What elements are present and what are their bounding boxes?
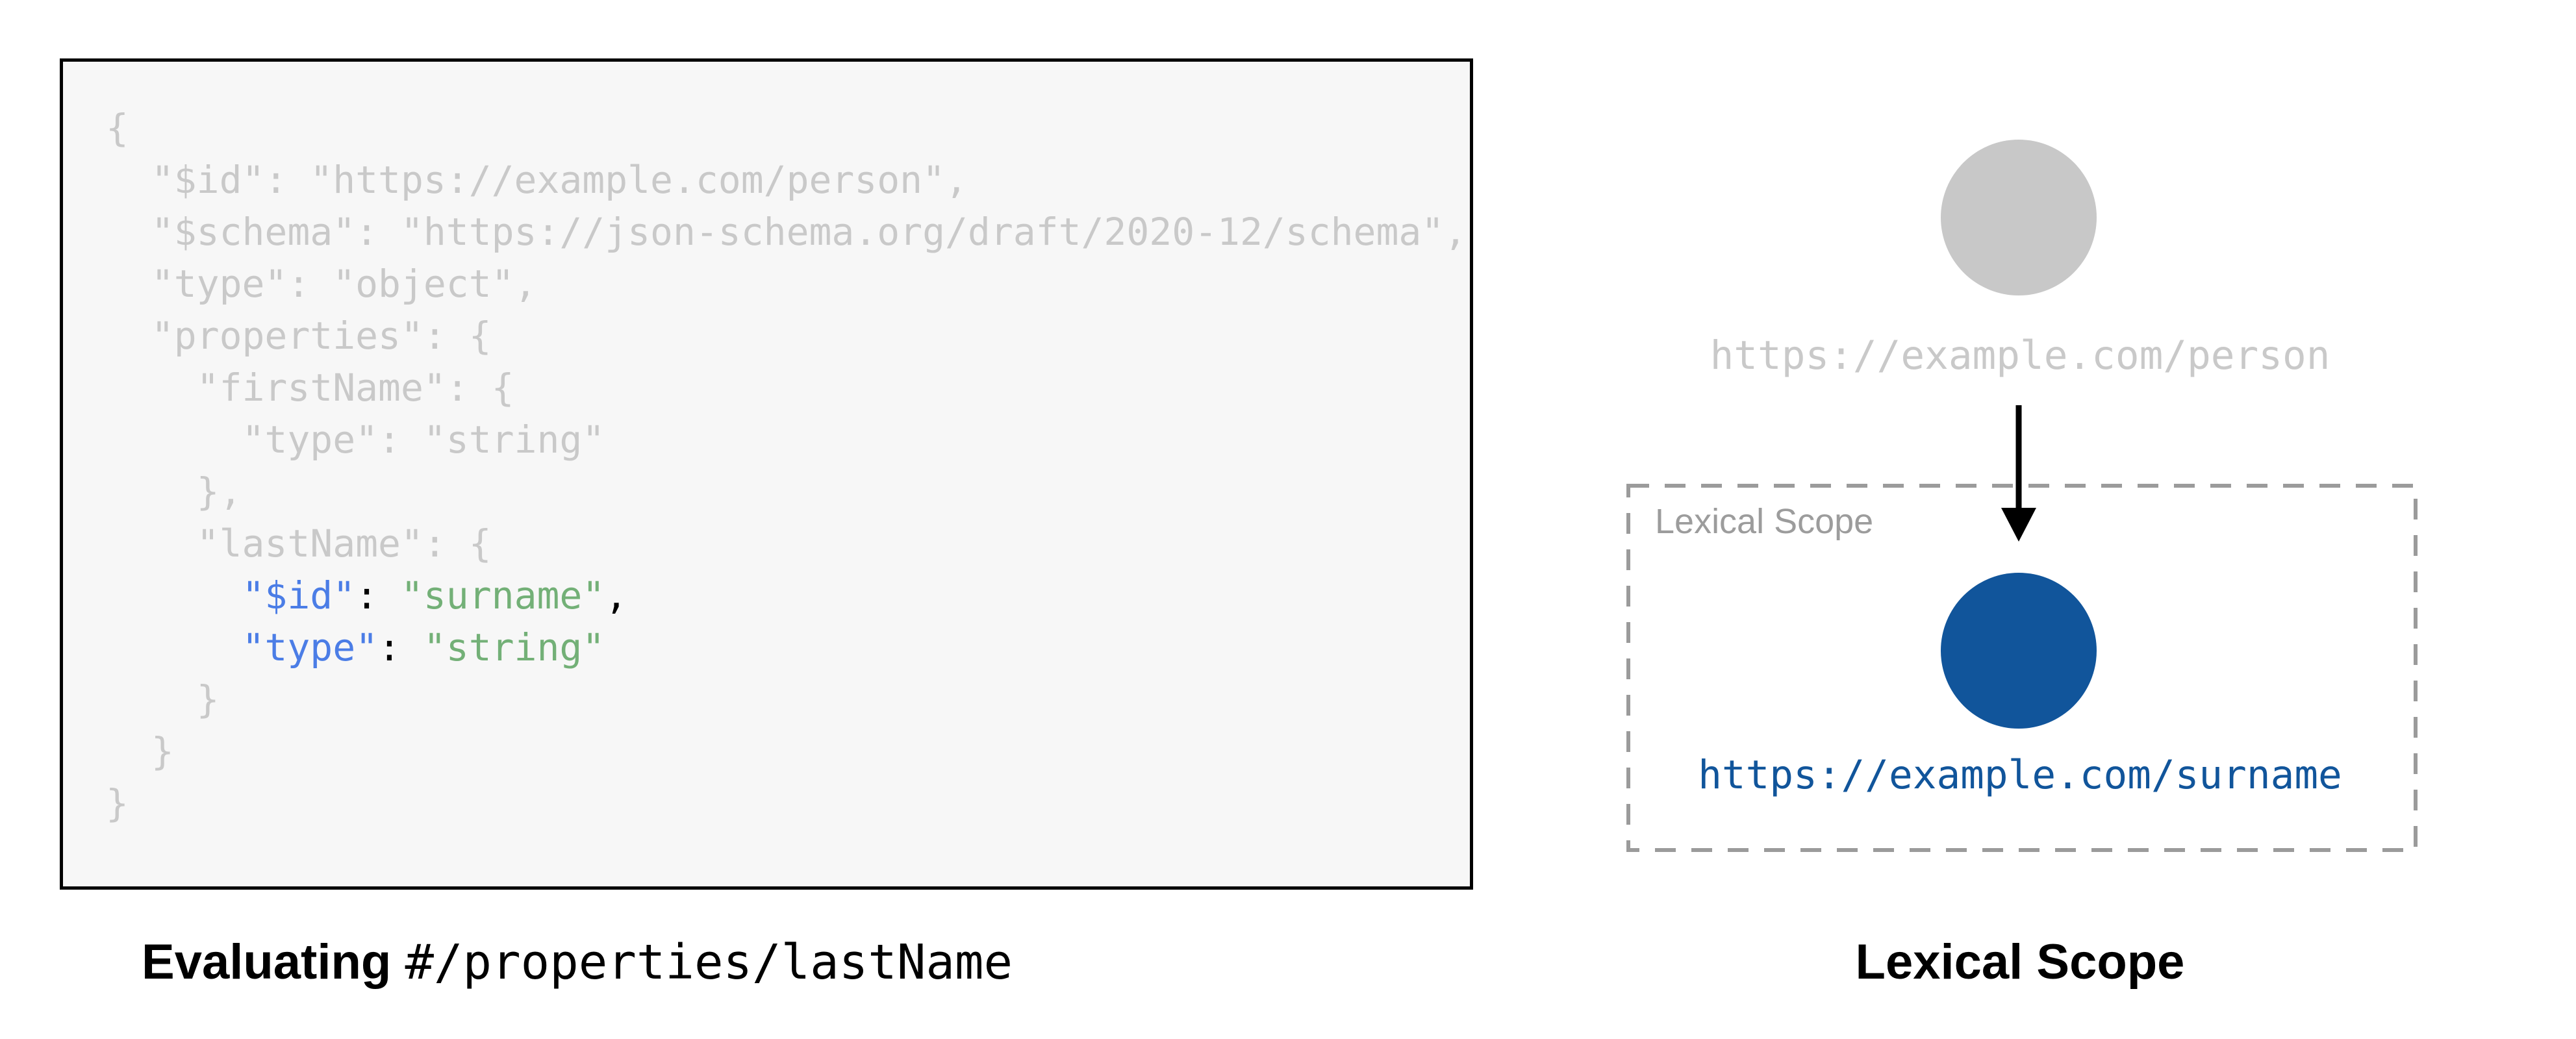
code-line: }	[106, 677, 220, 721]
code-line: {	[106, 106, 129, 150]
code-line: "lastName": {	[106, 521, 492, 566]
json-schema-code: { "$id": "https://example.com/person", "…	[63, 62, 1470, 829]
left-caption: Evaluating #/properties/lastName	[142, 934, 1013, 990]
json-schema-panel: { "$id": "https://example.com/person", "…	[60, 58, 1473, 890]
code-indent	[106, 573, 242, 618]
code-token-colon: :	[378, 625, 423, 670]
code-token-string-value: "string"	[423, 625, 605, 670]
down-arrow-icon	[2001, 405, 2036, 542]
json-pointer-label: #/properties/lastName	[405, 934, 1013, 990]
code-line-type-highlighted: "type": "string"	[106, 621, 1457, 673]
code-token-id-key: "$id"	[242, 573, 356, 618]
code-token-colon: :	[355, 573, 401, 618]
code-line: "firstName": {	[106, 366, 514, 410]
surname-uri-label: https://example.com/surname	[1698, 752, 2342, 798]
code-line: "properties": {	[106, 314, 492, 358]
code-line: "$schema": "https://json-schema.org/draf…	[106, 210, 1467, 254]
code-token-surname-value: "surname"	[400, 573, 605, 618]
code-indent	[106, 625, 242, 670]
code-line: "$id": "https://example.com/person",	[106, 158, 968, 202]
person-uri-label: https://example.com/person	[1710, 332, 2330, 379]
code-line: "type": "object",	[106, 262, 537, 306]
code-token-comma: ,	[605, 573, 628, 618]
code-token-type-key: "type"	[242, 625, 379, 670]
code-line: }	[106, 781, 129, 825]
lexical-scope-inline-label: Lexical Scope	[1655, 502, 1874, 541]
caption-space	[391, 934, 405, 990]
code-line: },	[106, 469, 242, 514]
lexical-scope-box	[1626, 484, 2418, 852]
code-line: "type": "string"	[106, 418, 605, 462]
right-caption-lexical-scope: Lexical Scope	[1855, 934, 2185, 990]
code-line-id-highlighted: "$id": "surname",	[106, 570, 1457, 621]
person-node-circle	[1941, 140, 2097, 295]
code-line: }	[106, 729, 174, 773]
surname-node-circle	[1941, 573, 2097, 729]
evaluating-label: Evaluating	[142, 934, 392, 990]
